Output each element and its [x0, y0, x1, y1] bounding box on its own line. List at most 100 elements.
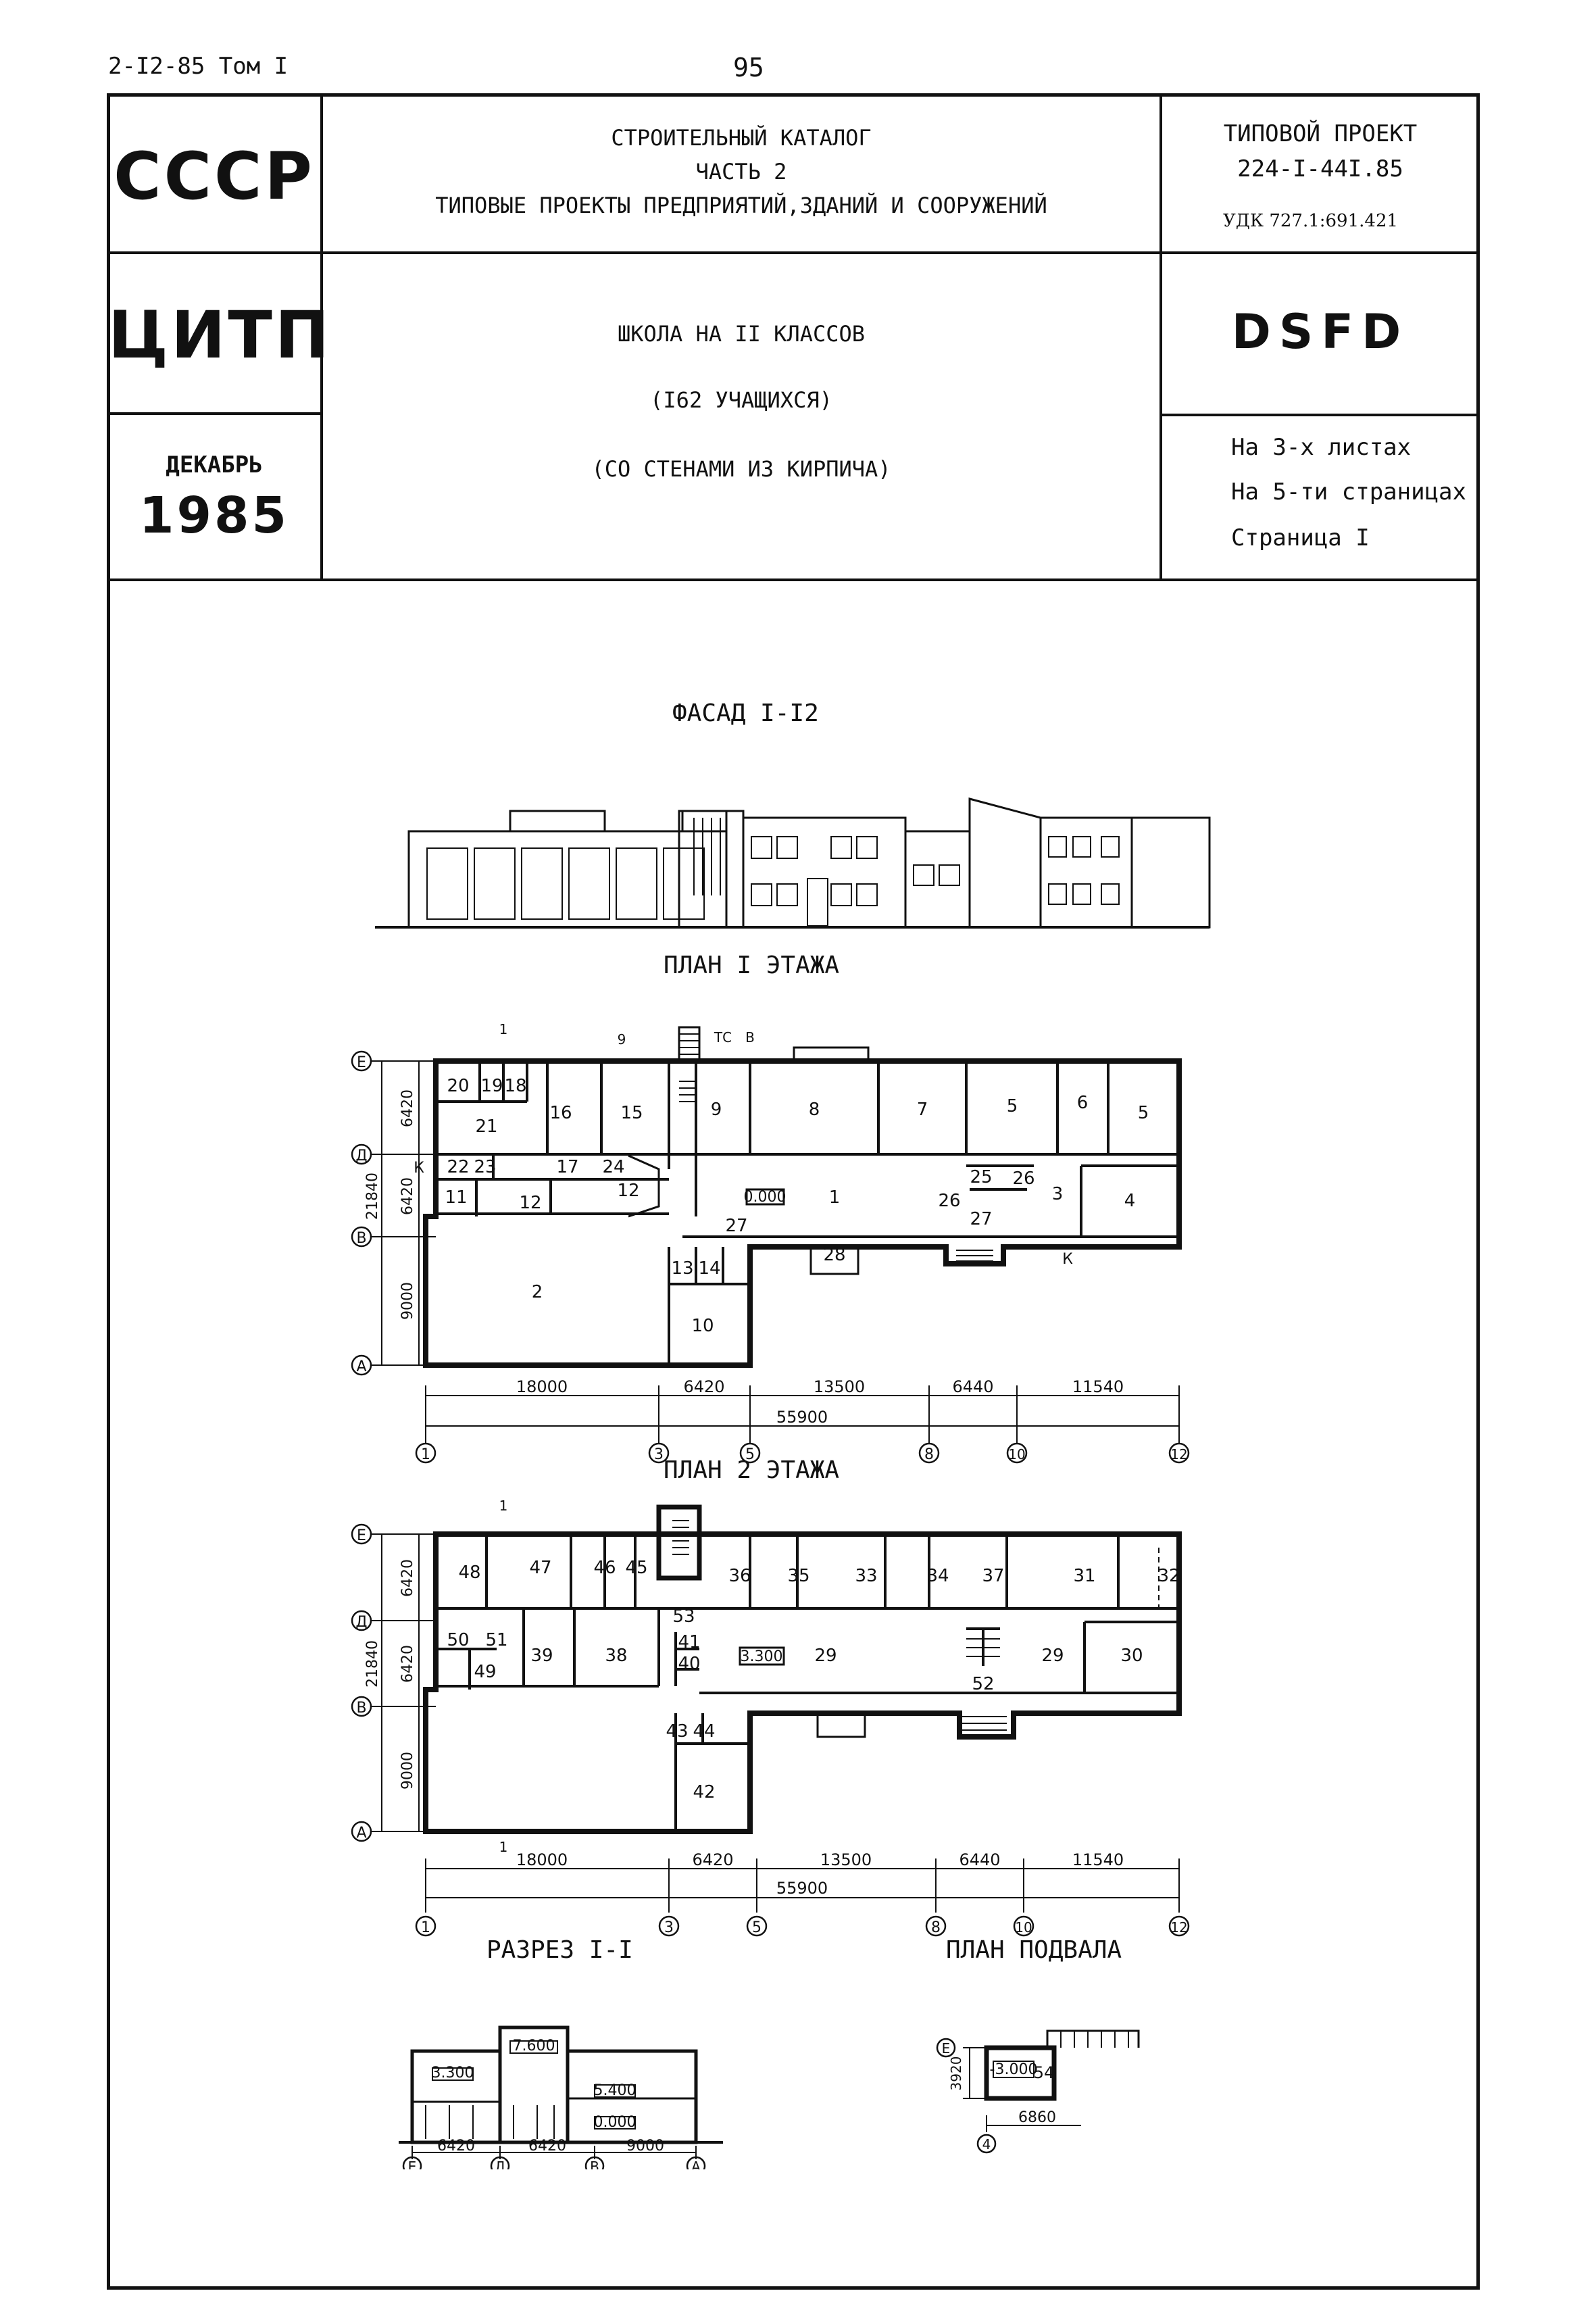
org-country: СССР [114, 139, 315, 214]
axis-label: 1 [421, 1919, 430, 1936]
room-label: 15 [620, 1103, 643, 1123]
dim-total: 21840 [364, 1640, 381, 1688]
section-mark: 1 [499, 1839, 508, 1855]
dim-label: 3920 [948, 2057, 964, 2091]
axis-label: 10 [1015, 1919, 1032, 1936]
room-label: 41 [678, 1632, 700, 1652]
room-label: 37 [982, 1566, 1004, 1586]
room-label: 25 [970, 1167, 992, 1187]
room-label: 10 [691, 1316, 714, 1336]
facade-title: ФАСАД I-I2 [672, 699, 819, 727]
divider [107, 578, 1480, 581]
project-type: ТИПОВОЙ ПРОЕКТ [1223, 120, 1418, 147]
axis-label: В [356, 1230, 366, 1247]
mark: К [1062, 1251, 1073, 1268]
room-label: 27 [725, 1216, 747, 1236]
room-label: 24 [602, 1157, 624, 1177]
axis-label: 1 [421, 1446, 430, 1463]
basement-title: ПЛАН ПОДВАЛА [946, 1936, 1122, 1964]
level-mark: 0.000 [594, 2114, 637, 2131]
divider [107, 251, 1480, 254]
title-line1: ШКОЛА НА II КЛАССОВ [617, 321, 866, 347]
dim-label: 6440 [952, 1377, 993, 1396]
axis-label: 3 [664, 1919, 674, 1936]
axis-label: 4 [982, 2136, 991, 2152]
room-label: 30 [1120, 1646, 1143, 1666]
dim-label: 6420 [692, 1850, 733, 1869]
dim-label: 6420 [399, 1177, 416, 1215]
dim-label: 11540 [1072, 1850, 1124, 1869]
dim-label: 6420 [399, 1089, 416, 1127]
divider [320, 93, 323, 580]
udk: УДК 727.1:691.421 [1223, 211, 1399, 231]
pages-count: На 5-ти страницах [1231, 478, 1466, 506]
room-label: 49 [474, 1662, 496, 1682]
room-label: 19 [480, 1076, 503, 1096]
axis-label: 3 [654, 1446, 664, 1463]
axis-label: 5 [745, 1446, 755, 1463]
room-label: 31 [1073, 1566, 1095, 1586]
dim-label: 13500 [820, 1850, 872, 1869]
room-label: 17 [556, 1157, 578, 1177]
dim-label: 6420 [683, 1377, 724, 1396]
room-label: 48 [458, 1562, 480, 1583]
room-label: 20 [447, 1076, 469, 1096]
dim-label: 11540 [1072, 1377, 1124, 1396]
room-label: 16 [549, 1103, 572, 1123]
date-year: 1985 [139, 487, 289, 545]
mark: К [414, 1160, 424, 1177]
axis-label: Д [355, 1614, 367, 1631]
dim-total: 55900 [776, 1879, 828, 1898]
room-label: 13 [671, 1258, 693, 1279]
room-label: 33 [855, 1566, 877, 1586]
room-label: 44 [693, 1721, 715, 1742]
dim-label: 9000 [626, 2138, 664, 2155]
plan2-drawing: 48 47 46 45 36 35 33 34 37 31 32 53 50 5… [351, 1498, 1190, 1937]
divider [1159, 93, 1162, 580]
plan1-title: ПЛАН I ЭТАЖА [664, 952, 840, 979]
mark: 9 [618, 1031, 626, 1048]
current-page: Страница I [1231, 524, 1370, 551]
dim-total: 21840 [364, 1173, 381, 1220]
dim-label: 9000 [399, 1752, 416, 1790]
room-label: 52 [972, 1674, 994, 1694]
axis-label: А [356, 1358, 366, 1375]
room-label: 43 [666, 1721, 688, 1742]
project-code: DSFD [1231, 304, 1410, 360]
room-label: 26 [938, 1191, 960, 1211]
axis-label: Е [942, 2040, 951, 2057]
room-label: 32 [1157, 1566, 1180, 1586]
room-label: 53 [672, 1606, 695, 1627]
room-label: 1 [829, 1187, 841, 1208]
room-label: 29 [814, 1646, 837, 1666]
dim-label: 6860 [1018, 2109, 1056, 2126]
section-drawing: 7.600 3.300 5.400 0.000 6420 6420 9000 Е… [399, 2025, 723, 2169]
room-label: 46 [593, 1558, 616, 1578]
room-label: 6 [1077, 1093, 1089, 1113]
room-label: 26 [1012, 1168, 1034, 1189]
axis-label: Е [357, 1054, 366, 1071]
plan1-labels: 20 19 18 16 15 9 8 7 5 6 5 21 22 23 17 2… [355, 1021, 1187, 1463]
facade-drawing [375, 797, 1211, 929]
catalog-line2: ЧАСТЬ 2 [695, 159, 787, 184]
axis-label: 12 [1170, 1919, 1187, 1936]
title-line2: (I62 УЧАЩИХСЯ) [650, 387, 832, 413]
level-mark: -3.000 [990, 2061, 1038, 2078]
room-label: 45 [625, 1558, 647, 1578]
series-code: 2-I2-85 Том I [108, 53, 289, 80]
plan1-drawing: 20 19 18 16 15 9 8 7 5 6 5 21 22 23 17 2… [351, 1021, 1190, 1464]
room-label: 12 [617, 1181, 639, 1201]
room-label: 50 [447, 1630, 469, 1650]
dim-label: 18000 [516, 1850, 568, 1869]
level-mark: 3.300 [741, 1648, 783, 1665]
axis-label: 8 [931, 1919, 941, 1936]
mark: ТС [714, 1029, 732, 1045]
room-label: 11 [445, 1187, 467, 1208]
dim-label: 6440 [959, 1850, 1000, 1869]
axis-label: Д [355, 1148, 367, 1164]
room-label: 35 [787, 1566, 809, 1586]
room-label: 36 [728, 1566, 751, 1586]
axis-label: В [356, 1700, 366, 1717]
room-label: 47 [529, 1558, 551, 1578]
title-line3: (СО СТЕНАМИ ИЗ КИРПИЧА) [591, 456, 891, 482]
